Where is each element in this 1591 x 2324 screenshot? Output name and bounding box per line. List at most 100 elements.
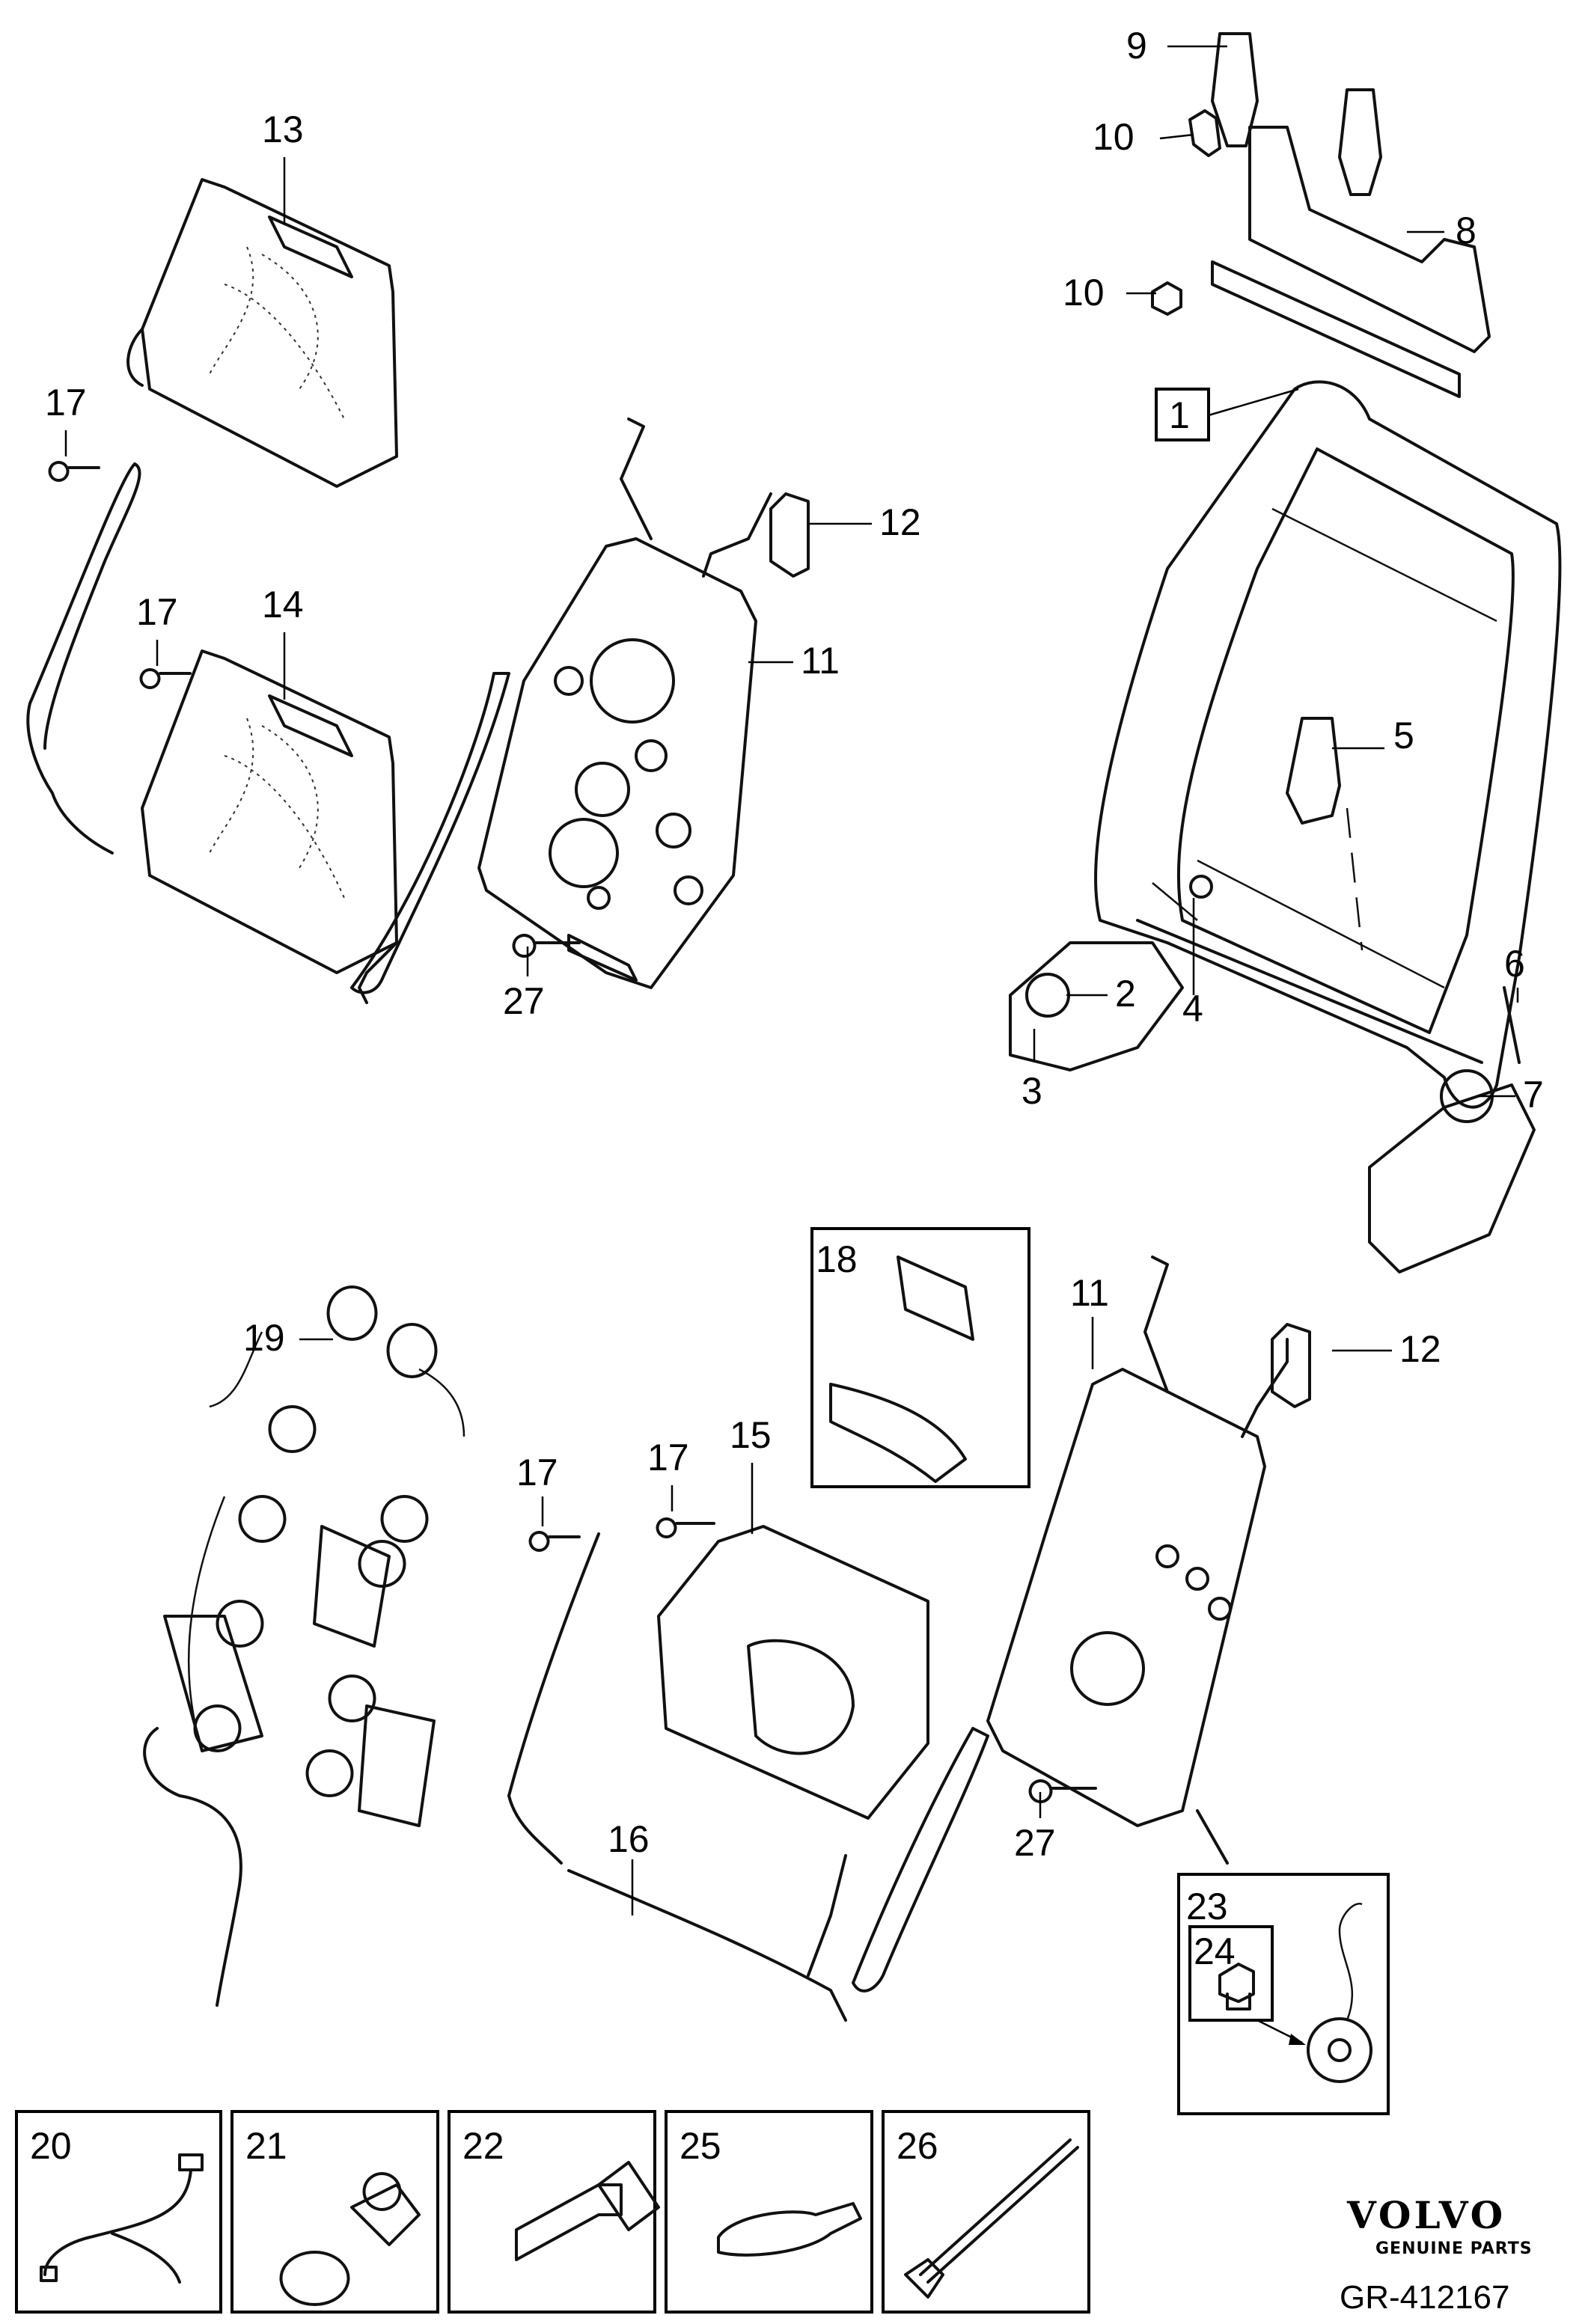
callout-3: 3 (1022, 1070, 1042, 1112)
panel-13-outline (141, 178, 398, 488)
module-18 (897, 1256, 974, 1341)
box-21 (230, 2110, 439, 2314)
callout-7: 7 (1523, 1074, 1544, 1116)
screw-17d (656, 1517, 715, 1538)
control-module-13 (268, 215, 353, 278)
trim-16-left (507, 1532, 600, 1865)
frame-outline (1094, 380, 1562, 1109)
headrest-guide-left (1211, 32, 1259, 147)
panel-11a-outline (477, 537, 757, 989)
callout-17a: 17 (45, 382, 87, 423)
frame-crossbars (1152, 507, 1497, 989)
callout-9: 9 (1126, 25, 1147, 67)
rivet-22 (515, 2161, 660, 2261)
seat-back-frame (1009, 32, 1562, 1273)
back-panel-11a (477, 418, 810, 989)
callout-17c: 17 (516, 1452, 558, 1493)
callout-27b: 27 (1014, 1822, 1056, 1864)
leader-lines (64, 45, 1519, 1915)
callout-5: 5 (1393, 715, 1414, 756)
side-trim-strip-right (350, 672, 510, 994)
trim-16-right (852, 1727, 989, 1993)
cable-20 (43, 2153, 204, 2284)
callout-2: 2 (1115, 973, 1136, 1015)
callout-10b: 10 (1063, 272, 1105, 314)
screw-10a (1188, 109, 1221, 157)
bracket-12a (769, 492, 810, 578)
panel-11a-wire-left (620, 418, 653, 540)
brand-logo: VOLVO (1346, 2193, 1506, 2237)
screw-6 (1503, 986, 1521, 1064)
screw-10b (1151, 281, 1182, 316)
harness-tube (143, 1727, 242, 2007)
screw-27a (512, 934, 581, 958)
callout-14: 14 (262, 584, 304, 626)
diagram-reference: GR-412167 (1340, 2279, 1509, 2316)
recline-motor (1286, 717, 1341, 825)
callout-24: 24 (1194, 1930, 1236, 1972)
panel-14-outline (141, 649, 398, 974)
lumbar-harness-19 (143, 1285, 465, 2007)
callout-17d: 17 (647, 1437, 689, 1479)
massage-cell-1 (326, 1285, 378, 1341)
motor-23 (1307, 2017, 1372, 2083)
screw-17a (48, 461, 100, 482)
panel-11b-wire-left (1143, 1256, 1169, 1393)
recliner-bracket-right (1368, 1083, 1536, 1273)
callout-22: 22 (462, 2125, 504, 2167)
callout-25: 25 (680, 2125, 721, 2167)
bracket-bar (1211, 260, 1461, 398)
callout-1-box (1155, 388, 1210, 441)
inset-box-24 (1188, 1925, 1274, 2022)
recliner-bracket-left (1009, 941, 1184, 1071)
lumbar-opening (747, 1639, 855, 1755)
frame-inner-opening (1176, 447, 1515, 1034)
torsion-bar (1136, 919, 1483, 1064)
screw-17b (139, 668, 192, 689)
callout-26: 26 (897, 2125, 938, 2167)
headrest-guide-right (1338, 88, 1382, 196)
inset-box-23 (1177, 1873, 1390, 2115)
callout-16: 16 (608, 1818, 650, 1860)
brand-block: VOLVO GENUINE PARTS GR-412167 (1340, 2193, 1533, 2316)
box-25 (665, 2110, 873, 2314)
callout-11a: 11 (801, 640, 840, 682)
pad-18 (829, 1383, 967, 1483)
back-panel-11b (986, 1256, 1311, 1865)
brand-tagline: GENUINE PARTS (1375, 2239, 1533, 2258)
callout-11b: 11 (1070, 1272, 1109, 1314)
callout-27a: 27 (503, 980, 545, 1022)
plug-24 (1218, 1963, 1255, 2010)
callout-6: 6 (1504, 943, 1525, 985)
recliner-hub-left (1025, 973, 1070, 1018)
bracket-12b (1271, 1323, 1311, 1408)
callout-20: 20 (30, 2125, 72, 2167)
trim-16-wire (567, 1869, 847, 2022)
callout-23: 23 (1186, 1886, 1228, 1927)
callout-18: 18 (816, 1238, 858, 1280)
motor-cable (1346, 807, 1364, 951)
cable-tie-25 (717, 2202, 862, 2257)
callout-21: 21 (245, 2125, 287, 2167)
control-module-14 (268, 694, 353, 757)
box-26 (882, 2110, 1090, 2314)
callout-8: 8 (1456, 210, 1477, 251)
screw-17c (528, 1531, 581, 1552)
bottom-parts-strip (15, 2110, 1090, 2314)
cable-tie-26 (919, 2138, 1079, 2284)
lumbar-frame-15 (657, 1525, 929, 1820)
callout-19: 19 (243, 1317, 285, 1359)
callout-17b: 17 (136, 591, 178, 633)
box-20 (15, 2110, 222, 2314)
headrest-bracket (1248, 126, 1491, 353)
panel-11a-wire-right (702, 492, 772, 578)
callout-4: 4 (1182, 988, 1203, 1030)
callout-13: 13 (262, 108, 304, 150)
clip-21 (279, 2172, 421, 2306)
callout-12b: 12 (1399, 1328, 1441, 1370)
callout-12a: 12 (879, 501, 921, 543)
trim-16-hook (807, 1854, 847, 1977)
massage-cell-2 (386, 1323, 438, 1378)
panel-11b-wire-right (1241, 1338, 1289, 1438)
